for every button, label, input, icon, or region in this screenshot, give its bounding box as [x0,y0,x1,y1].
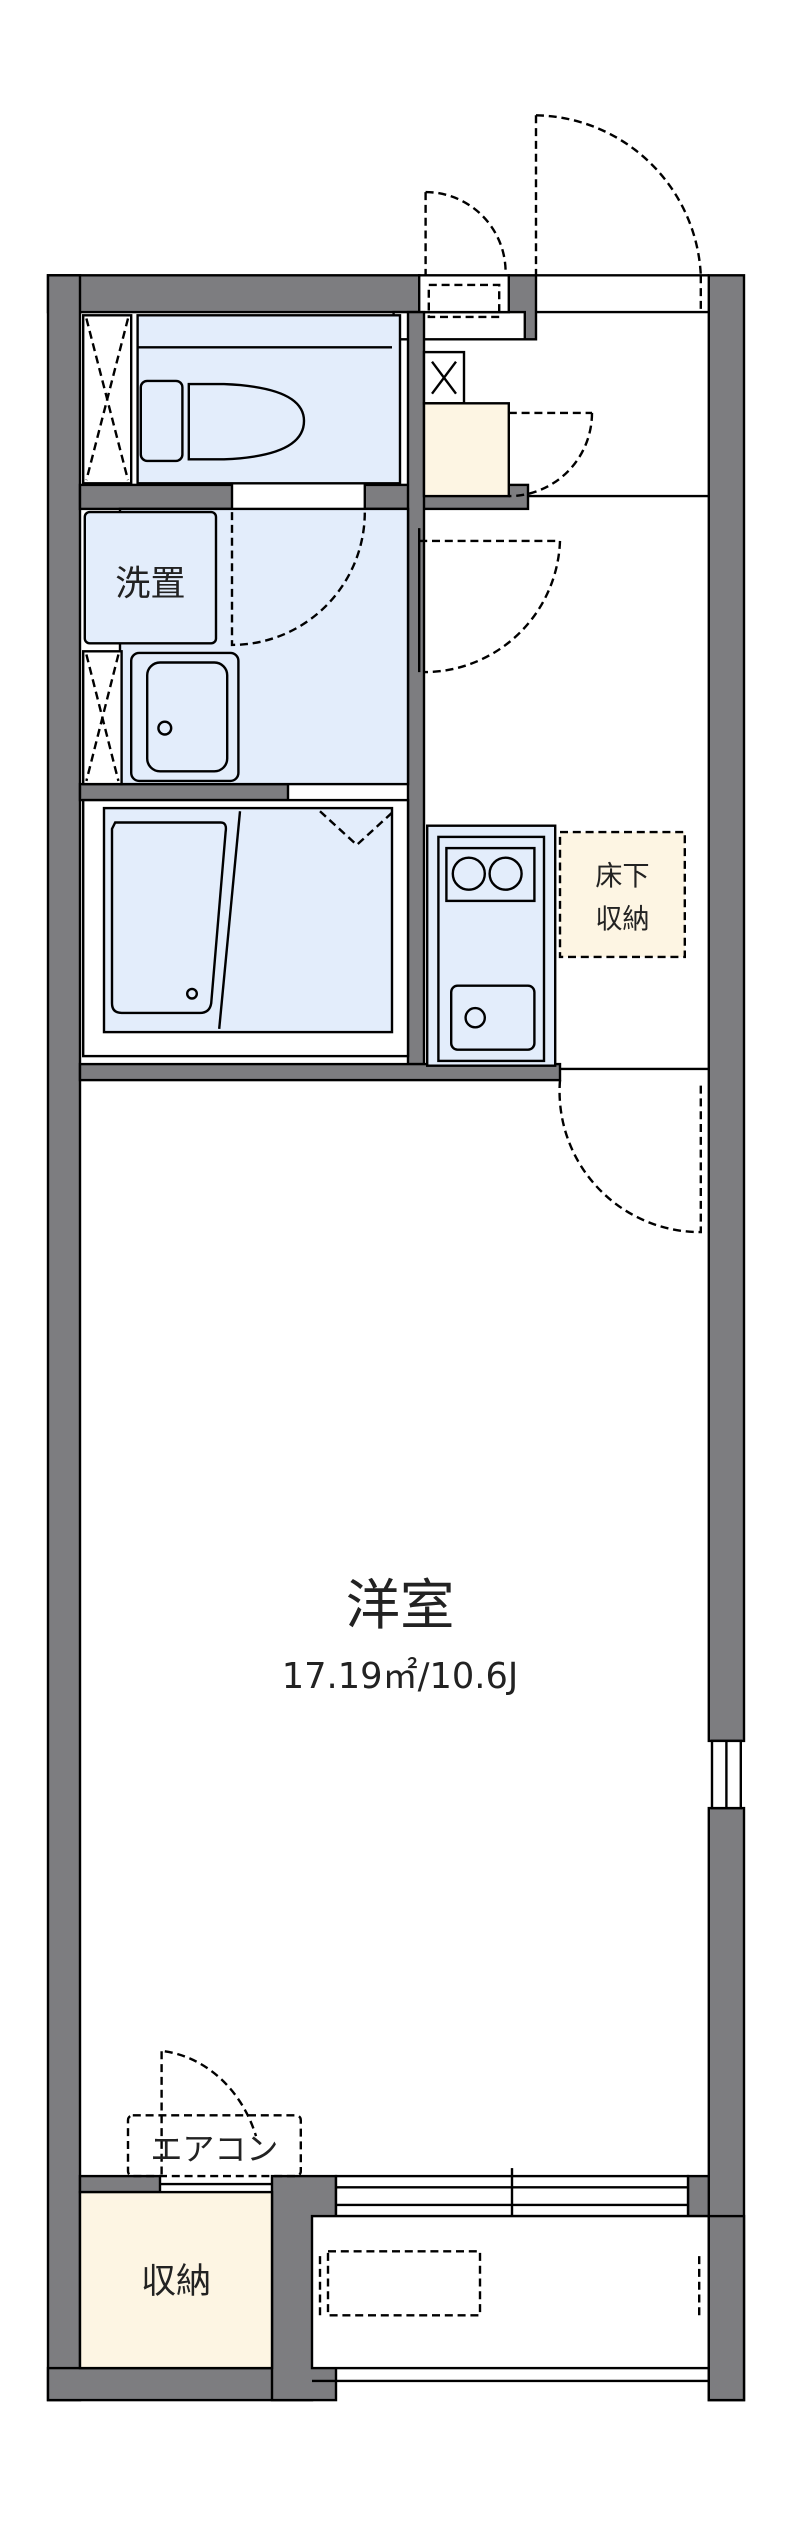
inner-walls [78,310,711,2402]
burner-icon [488,856,523,891]
svg-text:収納: 収納 [595,904,649,935]
room-label: 洋室 [346,1574,455,1637]
storage-top-left [82,314,133,485]
shoe-cabinet [422,402,511,498]
balcony [310,2168,746,2402]
entrance-door [534,114,702,313]
bathroom [82,798,410,1058]
air-conditioner-label: エアコン [150,2130,278,2168]
meter-box-door [424,190,507,276]
burner-icon [451,856,486,891]
toilet-icon [187,382,306,461]
bathtub [110,821,228,1015]
window-right [710,1739,743,1810]
closet-label: 収納 [141,2261,211,2302]
washer-space [83,510,218,645]
room-area: 17.19㎡/10.6J [282,1656,519,1697]
toilet-tank [139,379,184,463]
kitchen [426,824,557,1067]
sink-icon [450,984,536,1051]
svg-text:床下: 床下 [595,861,649,892]
air-conditioner [126,2114,302,2178]
room-door [558,1080,702,1234]
toilet-room [136,314,402,485]
wash-room: 洗置 [82,507,410,786]
closet: エアコン 収納 [78,2050,302,2370]
washer-space-label: 洗置 [115,563,185,604]
corridor [418,350,709,674]
underfloor-storage: 床下 収納 [558,830,687,959]
western-room: 洋室 17.19㎡/10.6J [282,1574,519,1697]
